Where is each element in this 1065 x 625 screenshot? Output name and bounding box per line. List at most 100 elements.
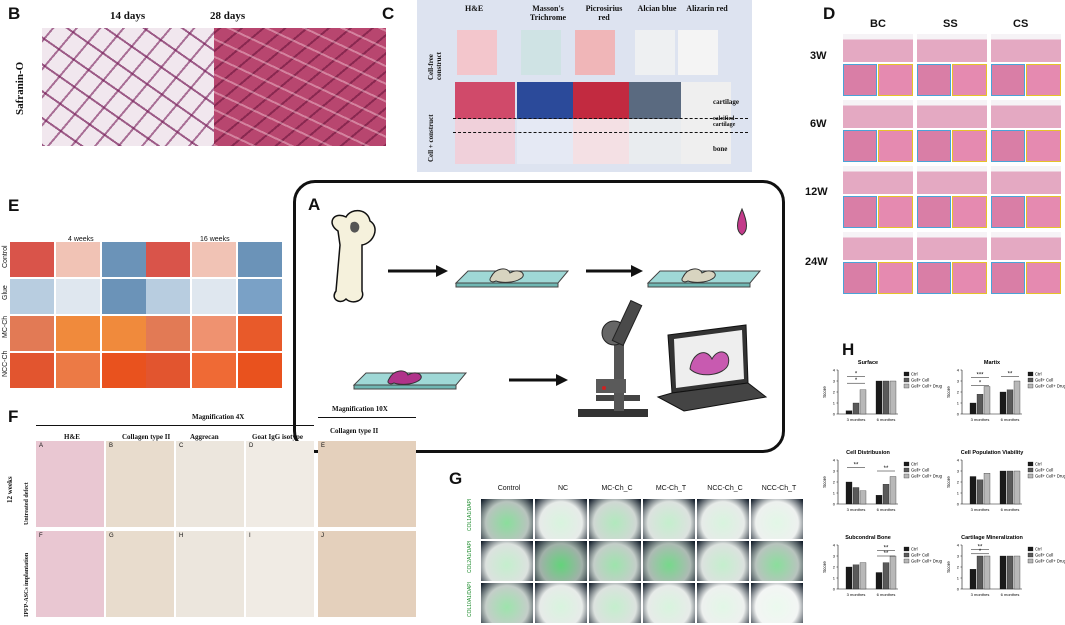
e-cell-3-4 — [192, 353, 236, 388]
h-legend-label: Gell+ Cell — [911, 468, 929, 473]
h-category-label: 3 monthes — [847, 417, 866, 422]
h-legend-swatch — [1027, 467, 1034, 473]
g-cell-2-4 — [697, 583, 749, 623]
e-cell-0-2 — [102, 242, 146, 277]
panel-b-stain-label: Safranin-O — [14, 61, 26, 115]
h-legend-label: Gell+ Cell — [1035, 378, 1053, 383]
h-bar — [852, 402, 860, 415]
safranin-image-28d — [214, 28, 386, 146]
d-overview-0-2 — [991, 34, 1061, 62]
e-cell-2-2 — [102, 316, 146, 351]
d-zoom-b-3-1 — [952, 262, 987, 294]
c-zone-bone: bone — [713, 145, 728, 153]
g-cell-1-1 — [535, 541, 587, 581]
d-zoom-b-3-2 — [1026, 262, 1061, 294]
f-cell-letter: J — [321, 533, 324, 539]
d-zoom-a-2-0 — [843, 196, 877, 228]
panel-b: B 14 days 28 days Safranin-O — [0, 0, 386, 160]
d-overview-3-0 — [843, 232, 913, 260]
h-tick-label: 0 — [833, 587, 836, 592]
slide-1-icon — [454, 268, 570, 288]
c-cell-masson — [517, 82, 573, 164]
h-legend-swatch — [1027, 473, 1034, 479]
f-col-aggrecan: Aggrecan — [190, 433, 219, 441]
f-group-10x: Magnification 10X — [332, 405, 388, 413]
h-tick-label: 4 — [833, 458, 836, 463]
d-overview-3-1 — [917, 232, 987, 260]
d-zoom-b-1-1 — [952, 130, 987, 162]
stained-slide-icon — [352, 370, 468, 390]
d-zoom-b-2-0 — [878, 196, 913, 228]
e-cell-2-0 — [10, 316, 54, 351]
d-zoom-a-3-2 — [991, 262, 1025, 294]
h-tick-label: 1 — [957, 576, 960, 581]
h-tick-label: 2 — [833, 565, 836, 570]
panel-e-label: E — [8, 196, 20, 215]
g-cell-0-5 — [751, 499, 803, 539]
c-cell-he — [455, 82, 515, 164]
h-bar — [976, 555, 984, 590]
microscope-icon — [578, 299, 648, 417]
f-cell-0-0: A — [36, 441, 104, 527]
d-overview-1-1 — [917, 100, 987, 128]
h-sig-star: ** — [978, 544, 983, 550]
f-cell-letter: C — [179, 443, 184, 449]
f-row-untreated: Untreated defect — [24, 482, 30, 525]
d-row-24w: 24W — [805, 256, 828, 268]
e-row-mcch: MC-Ch — [2, 315, 9, 338]
e-cell-0-4 — [192, 242, 236, 277]
h-bar — [889, 380, 897, 415]
h-legend-swatch — [903, 461, 910, 467]
panel-f: F Magnification 4X Magnification 10X H&E… — [0, 405, 420, 625]
h-legend-label: Gell+ Cell+ Drug — [911, 384, 943, 389]
h-legend-swatch — [903, 377, 910, 383]
h-bar — [983, 555, 991, 590]
h-bar — [1006, 555, 1014, 590]
panel-c-label: C — [382, 4, 395, 23]
f-col-he: H&E — [64, 433, 80, 441]
h-bar — [875, 572, 883, 590]
c-col-alizarin: Alizarin red — [686, 4, 728, 13]
c-cell-picro — [573, 82, 629, 164]
h-tick-label: 3 — [833, 469, 836, 474]
h-legend-label: Gell+ Cell — [1035, 553, 1053, 558]
h-legend-swatch — [903, 473, 910, 479]
e-cell-3-3 — [146, 353, 190, 388]
h-tick-label: 3 — [833, 379, 836, 384]
f-cell-0-1: B — [106, 441, 174, 527]
h-bar — [999, 470, 1007, 505]
arrow-1-icon — [388, 265, 448, 277]
e-cell-1-0 — [10, 279, 54, 314]
h-y-label: Score — [822, 561, 827, 573]
panel-b-col-14: 14 days — [110, 10, 146, 22]
h-category-label: 3 monthes — [847, 592, 866, 597]
d-col-cs: CS — [1013, 18, 1029, 30]
f-col-igg: Goat IgG isotype — [252, 433, 303, 441]
h-bar — [845, 481, 853, 505]
d-overview-3-2 — [991, 232, 1061, 260]
h-tick-label: 1 — [833, 401, 836, 406]
h-legend-label: Ctrl — [911, 462, 918, 467]
h-bar — [882, 380, 890, 415]
d-overview-0-0 — [843, 34, 913, 62]
h-category-label: 6 monthes — [877, 507, 896, 512]
h-legend-swatch — [1027, 377, 1034, 383]
h-chart-title: Cell Population Viability — [961, 450, 1024, 456]
c-col-picro: Picrosirius red — [585, 4, 623, 22]
h-legend-label: Gell+ Cell+ Drug — [1035, 384, 1065, 389]
g-col-3: MC-Ch_T — [655, 485, 687, 492]
slide-2-icon — [646, 268, 762, 288]
e-cell-2-3 — [146, 316, 190, 351]
h-legend-label: Gell+ Cell+ Drug — [1035, 474, 1065, 479]
stain-drop-icon — [737, 207, 747, 236]
h-legend-swatch — [1027, 558, 1034, 564]
h-bar — [1006, 470, 1014, 505]
h-tick-label: 2 — [957, 565, 960, 570]
panel-e: E 4 weeks 16 weeks Control Glue MC-Ch NC… — [0, 190, 290, 400]
h-legend-label: Ctrl — [1035, 372, 1042, 377]
arrow-3-icon — [509, 374, 568, 386]
e-row-control: Control — [2, 245, 9, 268]
h-y-label: Score — [822, 386, 827, 398]
